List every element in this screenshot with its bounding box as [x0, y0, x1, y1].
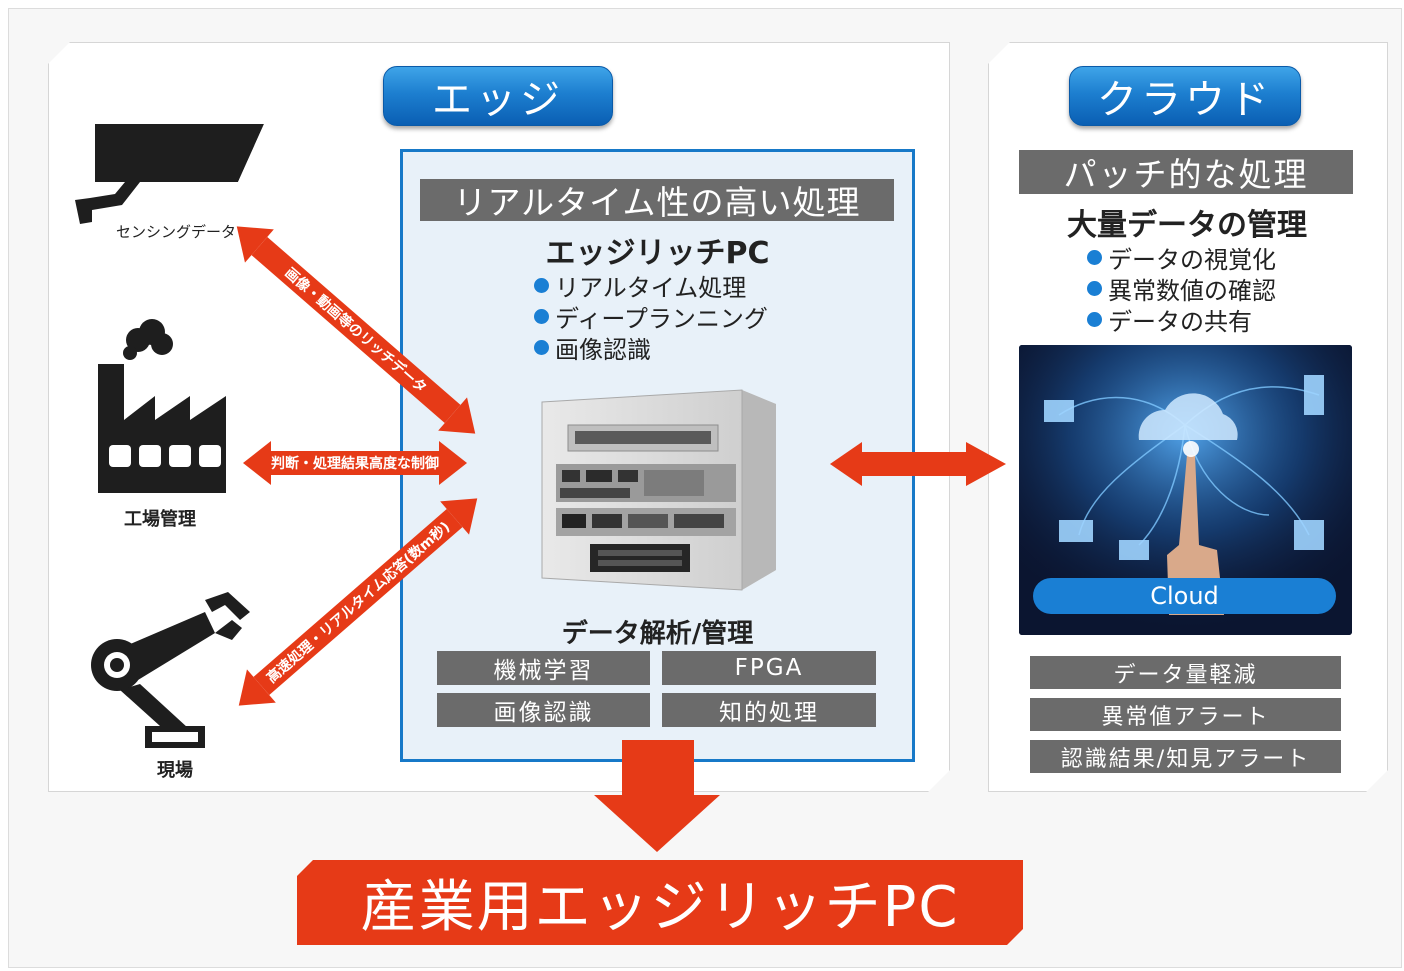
cloud-feature-list: データの視覚化 異常数値の確認 データの共有 [1087, 242, 1276, 336]
cloud-bar-anomaly-alert: 異常値アラート [1030, 698, 1341, 731]
cloud-bar-data-reduction: データ量軽減 [1030, 656, 1341, 689]
analysis-cell-machine-learning: 機械学習 [437, 651, 650, 685]
svg-text:高速処理・リアルタイム応答(数m秒): 高速処理・リアルタイム応答(数m秒) [263, 518, 453, 686]
robot-label: 現場 [157, 760, 193, 781]
bullet-dot-icon [534, 340, 549, 355]
rich-data-arrow: 画像・動画等のリッチデータ [236, 226, 476, 434]
edge-feature-item: リアルタイム処理 [534, 270, 768, 302]
robot-arm-icon [91, 592, 250, 748]
bullet-dot-icon [1087, 281, 1102, 296]
data-management-title: 大量データの管理 [1067, 208, 1307, 243]
data-analysis-title: データ解析/管理 [561, 619, 754, 649]
cloud-feature-item: データの視覚化 [1087, 242, 1276, 274]
cloud-label: Cloud [1033, 578, 1336, 614]
realtime-response-arrow: 高速処理・リアルタイム応答(数m秒) [238, 498, 478, 706]
bullet-dot-icon [534, 278, 549, 293]
analysis-cell-image-recognition: 画像認識 [437, 693, 650, 727]
batch-processing-bar: パッチ的な処理 [1019, 150, 1353, 194]
edge-feature-list: リアルタイム処理 ディープランニング 画像認識 [534, 270, 768, 364]
cloud-bar-recognition-alert: 認識結果/知見アラート [1030, 740, 1341, 773]
edge-header: エッジ [383, 66, 613, 126]
edge-feature-item: 画像認識 [534, 332, 768, 364]
cloud-feature-item: データの共有 [1087, 304, 1276, 336]
down-arrow [594, 740, 720, 852]
factory-icon [98, 319, 226, 493]
cloud-header: クラウド [1069, 66, 1301, 126]
edge-feature-item: ディープランニング [534, 301, 768, 333]
analysis-cell-intelligent-processing: 知的処理 [662, 693, 876, 727]
svg-text:画像・動画等のリッチデータ: 画像・動画等のリッチデータ [281, 264, 430, 396]
control-arrow: 判断・処理結果高度な制御 [243, 441, 467, 485]
realtime-processing-bar: リアルタイム性の高い処理 [420, 179, 894, 222]
camera-label: センシングデータ [115, 223, 236, 241]
edge-cloud-arrow [830, 442, 1006, 486]
factory-label: 工場管理 [124, 509, 196, 530]
svg-text:判断・処理結果高度な制御: 判断・処理結果高度な制御 [271, 455, 439, 472]
bullet-dot-icon [1087, 312, 1102, 327]
bullet-dot-icon [534, 309, 549, 324]
security-camera-icon [75, 124, 264, 224]
edge-rich-pc-title: エッジリッチPC [545, 236, 770, 271]
industrial-edge-rich-pc-banner: 産業用エッジリッチPC [297, 860, 1023, 945]
cloud-feature-item: 異常数値の確認 [1087, 273, 1276, 305]
bullet-dot-icon [1087, 250, 1102, 265]
analysis-cell-fpga: FPGA [662, 651, 876, 685]
